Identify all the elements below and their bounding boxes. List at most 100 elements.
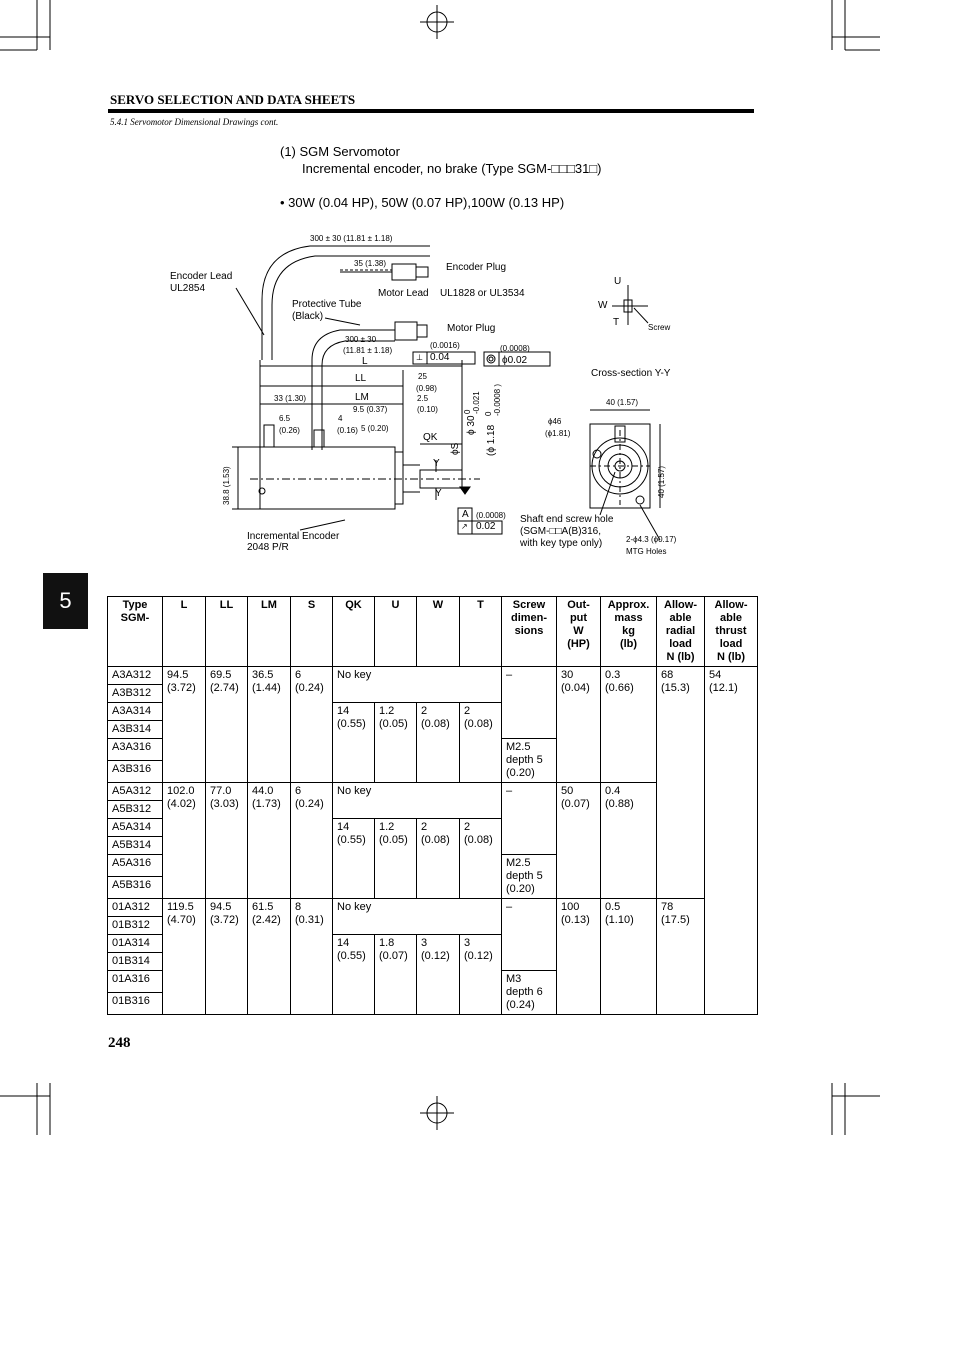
dim-2-5: 2.5 xyxy=(417,394,429,403)
cell-T: 3(0.12) xyxy=(459,934,502,1015)
key-label-screw: Screw xyxy=(648,323,671,332)
motor-cable-length-in: (11.81 ± 1.18) xyxy=(343,346,393,355)
dim-4: 4 xyxy=(338,414,343,423)
dim-40-top: 40 (1.57) xyxy=(606,398,639,407)
cell-LL: 94.5(3.72) xyxy=(205,898,248,1015)
encoder-lead-label: Encoder Lead xyxy=(170,271,233,282)
shaft-hole-label-1: Shaft end screw hole xyxy=(520,514,614,525)
concentricity-tol-in: (0.0008) xyxy=(500,344,530,353)
cell-QK: 14(0.55) xyxy=(332,818,375,899)
cell-L: 119.5(4.70) xyxy=(162,898,206,1015)
cell-S: 6(0.24) xyxy=(290,782,333,899)
perpendicularity-tol-in: (0.0016) xyxy=(430,341,460,350)
table-row: 01B314 xyxy=(107,952,758,971)
cell-no-key: No key xyxy=(332,666,502,703)
key-label-W: W xyxy=(598,300,608,311)
dim-LL-label: LL xyxy=(355,373,367,384)
dimensional-drawing xyxy=(232,245,661,541)
cell-output: 30(0.04) xyxy=(556,666,601,783)
dim-38-8: 38.8 (1.53) xyxy=(222,466,231,505)
type-cell: A5A316 xyxy=(107,854,163,877)
dim-L-label: L xyxy=(362,356,368,367)
shaft-hole-label-2: (SGM-□□A(B)316, xyxy=(520,526,601,537)
dim-40-side: 40 (1.57) xyxy=(657,465,666,498)
cell-W: 2(0.08) xyxy=(416,702,460,783)
subsection-title: 5.4.1 Servomotor Dimensional Drawings co… xyxy=(110,117,279,127)
cell-L: 102.0(4.02) xyxy=(162,782,206,899)
column-header: LM xyxy=(247,596,291,667)
dim-phi46: ϕ46 xyxy=(548,417,562,426)
dim-9-5: 9.5 (0.37) xyxy=(353,405,388,414)
section-Y-bottom: Y xyxy=(435,488,442,499)
dim-33: 33 (1.30) xyxy=(274,394,307,403)
column-header: U xyxy=(374,596,417,667)
cell-U: 1.2(0.05) xyxy=(374,702,417,783)
cell-L: 94.5(3.72) xyxy=(162,666,206,783)
table-row: 01B316 xyxy=(107,992,758,1015)
dim-LM-label: LM xyxy=(355,392,369,403)
column-header: T xyxy=(459,596,502,667)
column-header: QK xyxy=(332,596,375,667)
encoder-lead-ul: UL2854 xyxy=(170,283,206,294)
cell-radial-load: 78(17.5) xyxy=(656,898,705,1015)
type-cell: 01B316 xyxy=(107,992,163,1015)
type-cell: 01A312 xyxy=(107,898,163,917)
column-header: S xyxy=(290,596,333,667)
type-cell: A5A314 xyxy=(107,818,163,837)
dim-6-5: 6.5 xyxy=(279,414,291,423)
dim-25-in: (0.98) xyxy=(416,384,437,393)
cell-S: 6(0.24) xyxy=(290,666,333,783)
dim-QK-label: QK xyxy=(423,432,438,443)
cell-output: 100(0.13) xyxy=(556,898,601,1015)
dim-phiS: ϕS xyxy=(450,442,461,455)
dim-phi118-tol-top: 0 xyxy=(484,411,493,416)
dim-phi118: (ϕ 1.18 xyxy=(486,424,497,456)
type-cell: 01A314 xyxy=(107,934,163,953)
cell-thrust-load: 54(12.1) xyxy=(704,666,758,1015)
key-label-T: T xyxy=(613,317,620,328)
type-cell: A3A312 xyxy=(107,666,163,685)
dim-25: 25 xyxy=(418,372,427,381)
dim-4-in: (0.16) xyxy=(337,426,358,435)
chapter-tab: 5 xyxy=(43,573,88,629)
cell-no-key: No key xyxy=(332,782,502,819)
column-header: LL xyxy=(205,596,248,667)
motor-lead-ul: UL1828 or UL3534 xyxy=(440,288,525,299)
cell-screw: – xyxy=(501,666,557,739)
column-header: L xyxy=(162,596,206,667)
dim-phi30-tol-bot: -0.021 xyxy=(472,391,481,414)
table-row: A5B316 xyxy=(107,876,758,899)
cell-LM: 44.0(1.73) xyxy=(247,782,291,899)
type-cell: A5B314 xyxy=(107,836,163,855)
dim-phi30: ϕ 30 xyxy=(466,415,477,435)
dim-phi118-tol-bot: -0.0008 ) xyxy=(493,383,502,416)
cell-LL: 77.0(3.03) xyxy=(205,782,248,899)
encoder-plug-label: Encoder Plug xyxy=(446,262,507,273)
protective-tube-color: (Black) xyxy=(292,311,324,322)
type-cell: 01A316 xyxy=(107,970,163,993)
cell-screw: – xyxy=(501,898,557,971)
incremental-encoder-label: Incremental Encoder xyxy=(247,531,340,542)
cell-QK: 14(0.55) xyxy=(332,702,375,783)
cell-mass: 0.3(0.66) xyxy=(600,666,657,783)
type-cell: A3A316 xyxy=(107,738,163,761)
dim-phi46-in: (ϕ1.81) xyxy=(545,429,571,438)
motor-cable-length: 300 ± 30 xyxy=(345,335,377,344)
concentricity-tol: ϕ0.02 xyxy=(502,355,528,366)
table-row: A3B312 xyxy=(107,684,758,703)
cell-U: 1.8(0.07) xyxy=(374,934,417,1015)
cell-output: 50(0.07) xyxy=(556,782,601,899)
